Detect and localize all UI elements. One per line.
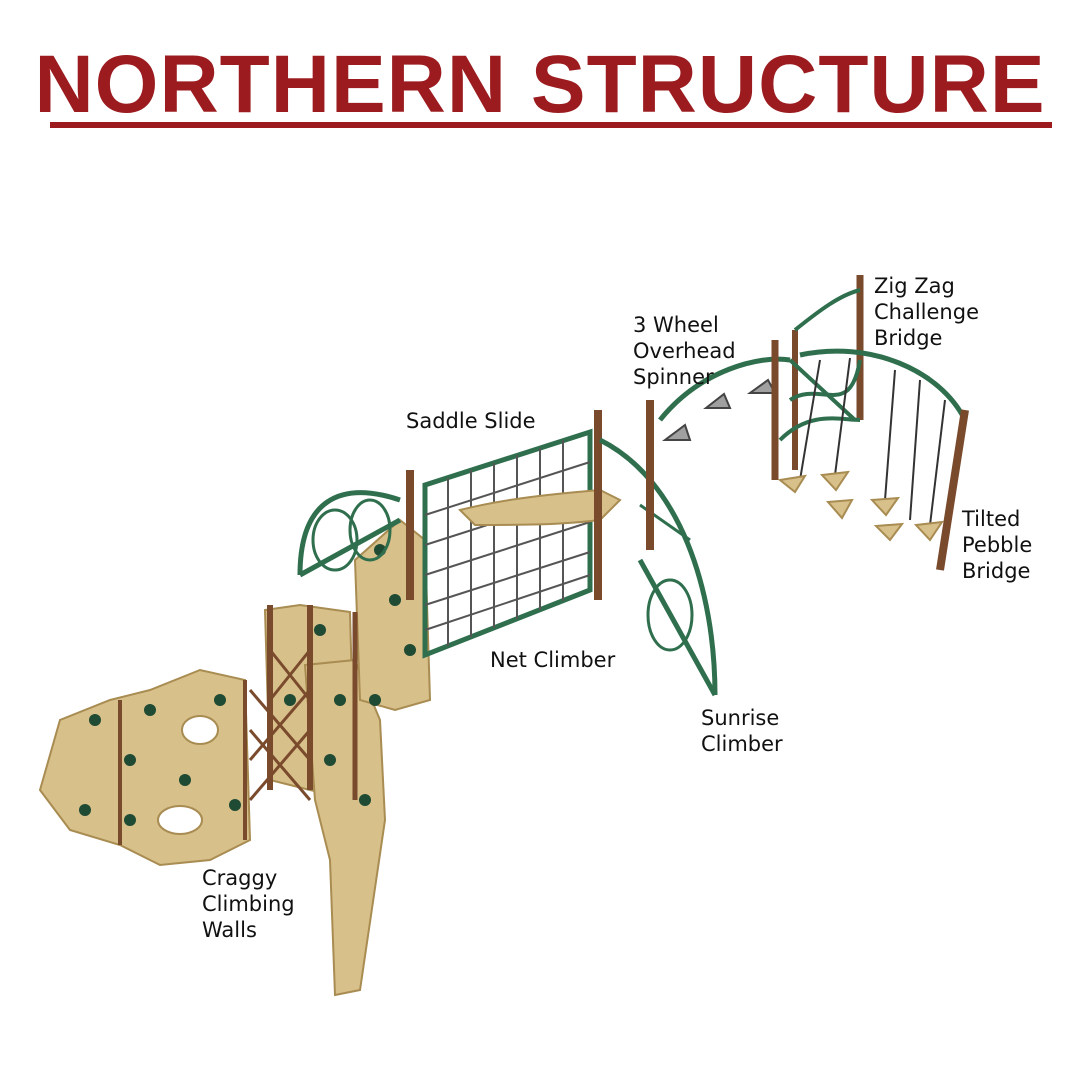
label-zigzag-challenge-bridge: Zig Zag Challenge Bridge bbox=[874, 274, 979, 350]
label-three-wheel-overhead-spinner: 3 Wheel Overhead Spinner bbox=[633, 313, 736, 389]
label-saddle-slide: Saddle Slide bbox=[406, 409, 536, 433]
label-craggy-climbing-walls: Craggy Climbing Walls bbox=[202, 866, 295, 942]
net-climber bbox=[406, 410, 622, 659]
label-net-climber: Net Climber bbox=[490, 648, 616, 672]
back-arch-climber bbox=[297, 490, 402, 578]
zigzag-challenge-bridge bbox=[771, 275, 864, 480]
title-underline bbox=[50, 122, 1052, 128]
label-sunrise-climber: Sunrise Climber bbox=[701, 706, 783, 756]
page-title: NORTHERN STRUCTURE bbox=[34, 39, 1046, 130]
tilted-pebble-bridge bbox=[777, 348, 969, 571]
sunrise-climber bbox=[598, 437, 718, 697]
craggy-climbing-walls bbox=[38, 518, 432, 997]
label-tilted-pebble-bridge: Tilted Pebble Bridge bbox=[962, 507, 1033, 583]
